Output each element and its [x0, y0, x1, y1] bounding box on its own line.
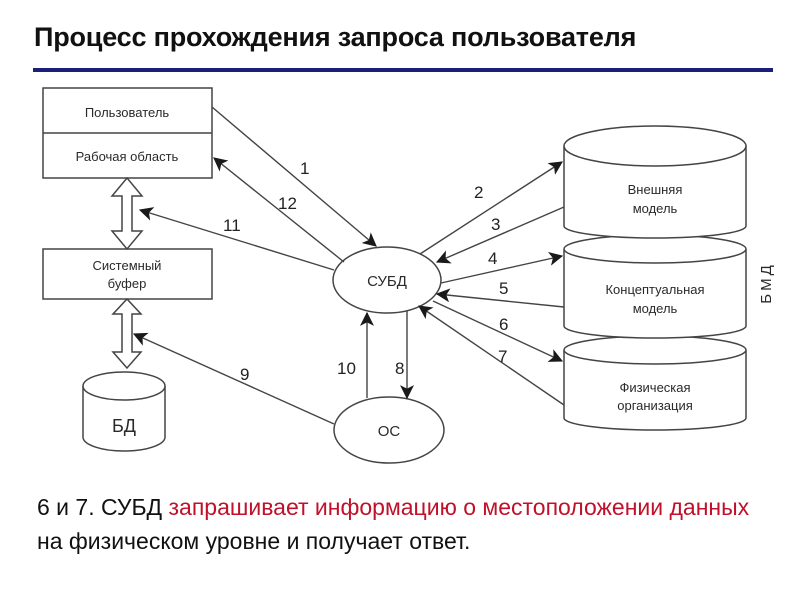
arrow-5: [435, 288, 565, 308]
double-arrow-buffer-db: [111, 297, 143, 370]
arrow-label-1: 1: [300, 159, 309, 178]
arrow-4: [440, 251, 564, 284]
arrow-2: [419, 161, 563, 255]
caption-steps: 6 и 7. СУБД: [37, 494, 169, 520]
db-label: БД: [112, 416, 136, 436]
arrow-label-4: 4: [488, 249, 497, 268]
arrow-12: [213, 157, 345, 263]
system-buffer-box: Системный буфер: [42, 248, 213, 300]
database-cylinder: БД: [82, 371, 166, 452]
arrow-9: [132, 332, 335, 425]
double-arrow-workspace-buffer: [110, 176, 144, 251]
arrow-label-5: 5: [499, 279, 508, 298]
user-workspace-box: Пользователь Рабочая область: [42, 87, 213, 179]
dbms-label: СУБД: [367, 273, 407, 290]
conceptual-layer-cylinder: Концептуальная модель: [563, 234, 747, 339]
buffer-label-line2: буфер: [108, 276, 147, 291]
arrow-1: [211, 106, 377, 247]
caption-highlight: запрашивает информацию о местоположении …: [168, 494, 750, 520]
os-label: ОС: [378, 423, 401, 440]
conceptual-label-line2: модель: [633, 301, 678, 316]
arrow-label-10: 10: [337, 359, 356, 378]
arrow-label-9: 9: [240, 365, 249, 384]
arrow-label-12: 12: [278, 194, 297, 213]
arrow-label-8: 8: [395, 359, 404, 378]
workspace-label: Рабочая область: [76, 149, 179, 164]
external-label-line2: модель: [633, 201, 678, 216]
arrow-label-6: 6: [499, 315, 508, 334]
physical-label-line1: Физическая: [619, 380, 690, 395]
arrow-6: [432, 300, 564, 362]
arrow-11: [138, 207, 335, 271]
bmd-stack: Физическая организация Концептуальная мо…: [563, 125, 775, 431]
arrow-label-3: 3: [491, 215, 500, 234]
os-node: ОС: [333, 396, 445, 464]
conceptual-label-line1: Концептуальная: [605, 282, 704, 297]
arrow-label-11: 11: [223, 216, 241, 235]
buffer-label-line1: Системный: [93, 258, 162, 273]
arrow-7: [418, 305, 565, 406]
arrow-label-7: 7: [498, 347, 507, 366]
external-layer-cylinder: Внешняя модель: [563, 125, 747, 239]
step-caption: 6 и 7. СУБД запрашивает информацию о мес…: [37, 490, 777, 558]
bmd-label: БМД: [758, 262, 775, 304]
external-label-line1: Внешняя: [628, 182, 683, 197]
title-underline: [33, 68, 773, 72]
physical-layer-cylinder: Физическая организация: [563, 335, 747, 431]
arrow-3: [435, 206, 565, 264]
dbms-node: СУБД: [332, 246, 442, 314]
physical-label-line2: организация: [617, 398, 693, 413]
user-label: Пользователь: [85, 105, 170, 120]
arrow-label-2: 2: [474, 183, 483, 202]
slide-title: Процесс прохождения запроса пользователя: [34, 22, 637, 52]
caption-rest: на физическом уровне и получает ответ.: [37, 528, 471, 554]
